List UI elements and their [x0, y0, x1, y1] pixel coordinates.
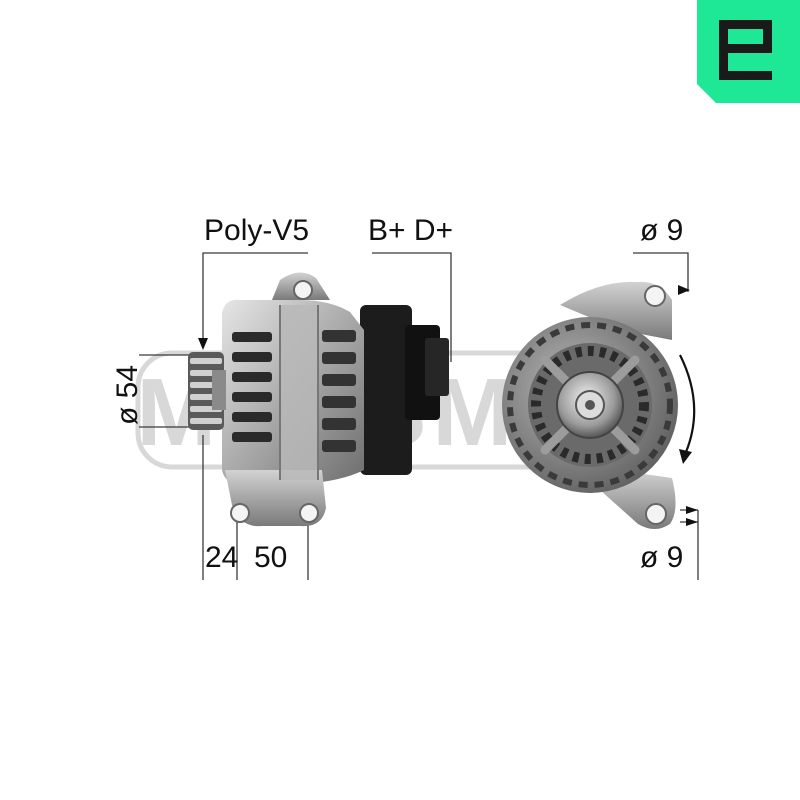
- clockwise-arrow-icon: [679, 354, 696, 464]
- offset-b-label: 50: [254, 541, 288, 574]
- era-e-logo-icon: [697, 0, 800, 103]
- hole-top-diameter-label: ø 9: [640, 214, 684, 247]
- terminals-label: B+ D+: [368, 214, 454, 247]
- offset-a-label: 24: [205, 541, 239, 574]
- pulley-type-label: Poly-V5: [204, 214, 310, 247]
- alternator-side-view: [188, 272, 449, 527]
- hole-bottom-diameter-label: ø 9: [640, 541, 684, 574]
- pulley-diameter-label: ø 54: [111, 364, 145, 426]
- alternator-front-view: [502, 281, 678, 529]
